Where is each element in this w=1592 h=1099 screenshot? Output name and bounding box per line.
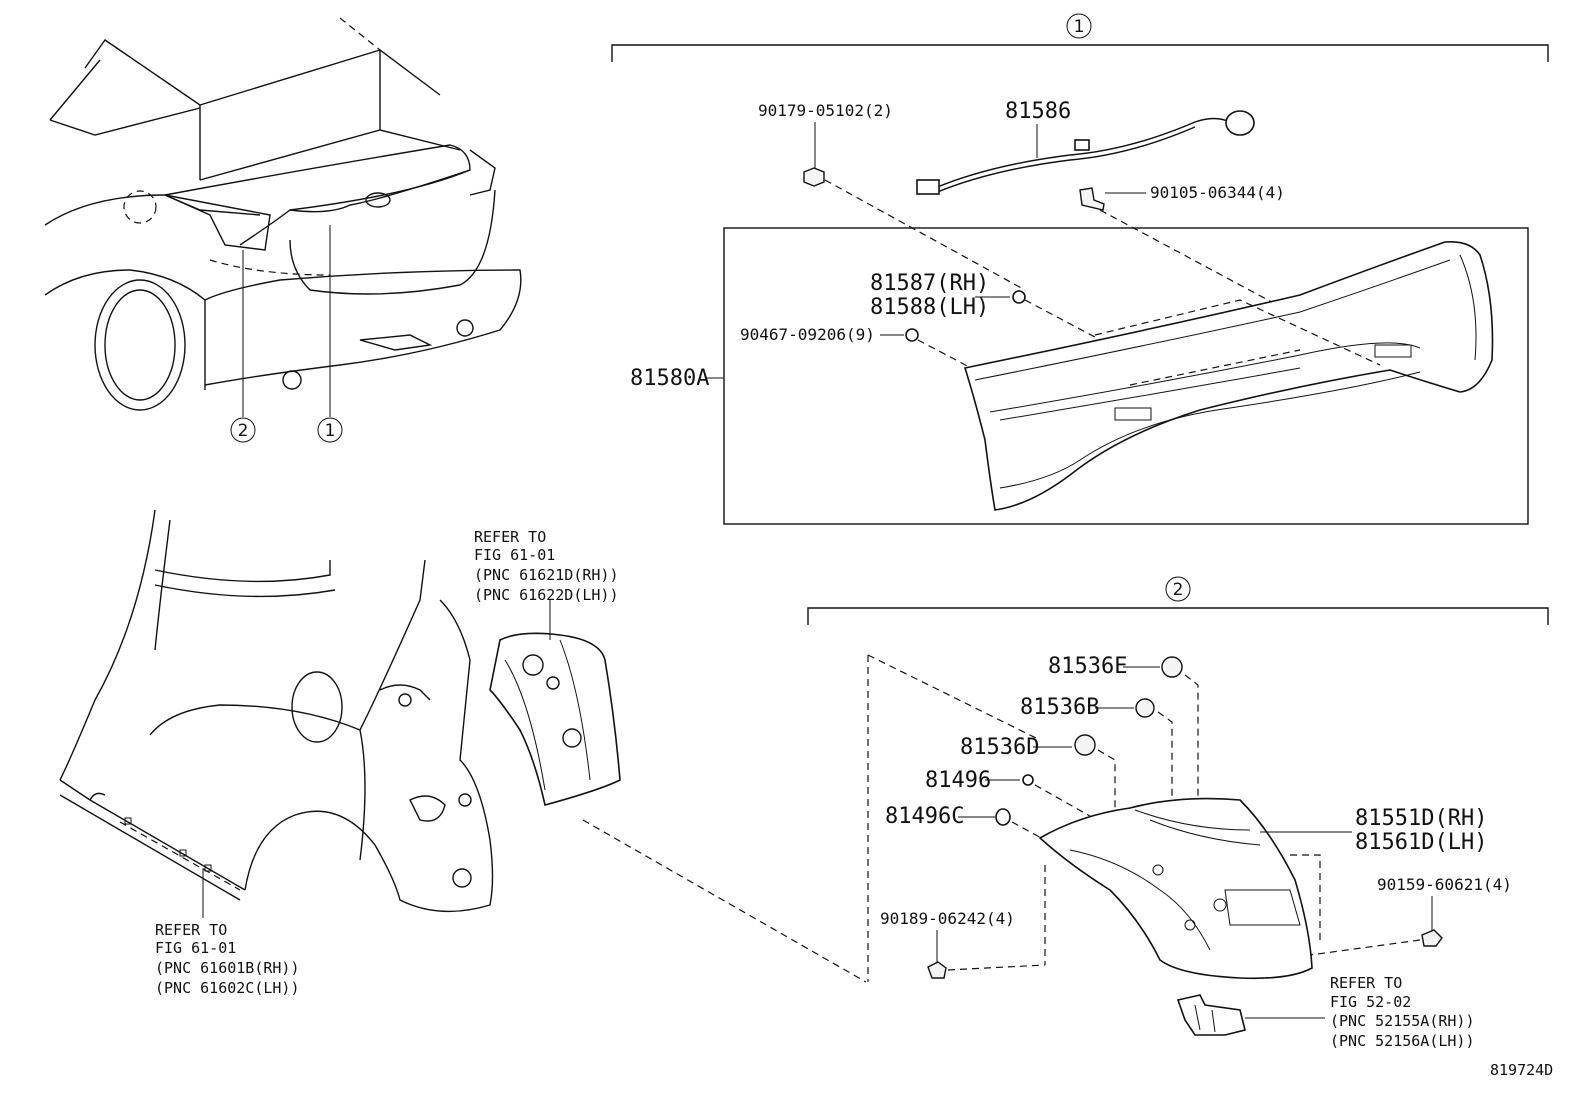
lamp-assembly-box xyxy=(723,227,1529,525)
bracket-ref-line3: (PNC 52155A(RH)) xyxy=(1330,1012,1475,1030)
car-rear-overview xyxy=(44,17,522,417)
garnish-lamp-81580A xyxy=(963,240,1494,511)
inner-ref-line2: FIG 61-01 xyxy=(474,546,555,564)
diagram-id: 819724D xyxy=(1490,1061,1553,1079)
label-81536E: 81536E xyxy=(1048,654,1127,679)
label-90105-06344: 90105-06344(4) xyxy=(1150,183,1285,202)
bracket-ref-line1: REFER TO xyxy=(1330,974,1402,992)
lens-grommet xyxy=(1012,290,1026,304)
quarter-panel xyxy=(59,509,494,918)
label-81536D: 81536D xyxy=(960,735,1039,760)
svg-text:1: 1 xyxy=(325,421,336,441)
label-90467-09206: 90467-09206(9) xyxy=(740,325,875,344)
part-81496C xyxy=(995,808,1011,826)
screw-90105 xyxy=(1079,187,1105,211)
svg-text:2: 2 xyxy=(238,421,249,441)
inner-ref-line1: REFER TO xyxy=(474,528,546,546)
inner-ref-line3: (PNC 61621D(RH)) xyxy=(474,566,619,584)
quarter-ref-line1: REFER TO xyxy=(155,921,227,939)
quarter-ref-line3: (PNC 61601B(RH)) xyxy=(155,959,300,977)
group-2-bracket: 2 xyxy=(807,576,1549,625)
label-81551D: 81551D(RH) xyxy=(1355,806,1487,831)
svg-text:2: 2 xyxy=(1173,580,1184,600)
callout-1-overview: 1 xyxy=(317,417,343,443)
label-81496: 81496 xyxy=(925,768,991,793)
label-90189-06242: 90189-06242(4) xyxy=(880,909,1015,928)
quarter-ref-line2: FIG 61-01 xyxy=(155,939,236,957)
part-81536D xyxy=(1074,734,1096,756)
clip-90467 xyxy=(905,328,919,342)
label-81580A: 81580A xyxy=(630,366,709,391)
group-1-bracket: 1 xyxy=(611,13,1549,62)
bracket-52155A xyxy=(1176,994,1246,1036)
label-81588: 81588(LH) xyxy=(870,295,989,320)
label-81496C: 81496C xyxy=(885,804,964,829)
part-81536B xyxy=(1135,698,1155,718)
nut-90179 xyxy=(803,167,825,187)
callout-2-overview: 2 xyxy=(230,417,256,443)
label-81561D: 81561D(LH) xyxy=(1355,830,1487,855)
bracket-ref-line4: (PNC 52156A(LH)) xyxy=(1330,1032,1475,1050)
label-90179-05102: 90179-05102(2) xyxy=(758,101,893,120)
part-81536E xyxy=(1161,656,1183,678)
bolt-90189 xyxy=(927,961,947,979)
inner-panel xyxy=(489,600,621,806)
svg-text:1: 1 xyxy=(1074,17,1085,37)
label-90159-60621: 90159-60621(4) xyxy=(1377,875,1512,894)
part-81496 xyxy=(1022,774,1034,786)
label-81586: 81586 xyxy=(1005,99,1071,124)
label-81587: 81587(RH) xyxy=(870,271,989,296)
bolt-90159 xyxy=(1421,929,1443,947)
inner-ref-line4: (PNC 61622D(LH)) xyxy=(474,586,619,604)
bracket-ref-line2: FIG 52-02 xyxy=(1330,993,1411,1011)
tail-lamp-81551D xyxy=(1038,797,1321,980)
wire-81586 xyxy=(916,110,1255,195)
quarter-ref-line4: (PNC 61602C(LH)) xyxy=(155,979,300,997)
label-81536B: 81536B xyxy=(1020,695,1099,720)
